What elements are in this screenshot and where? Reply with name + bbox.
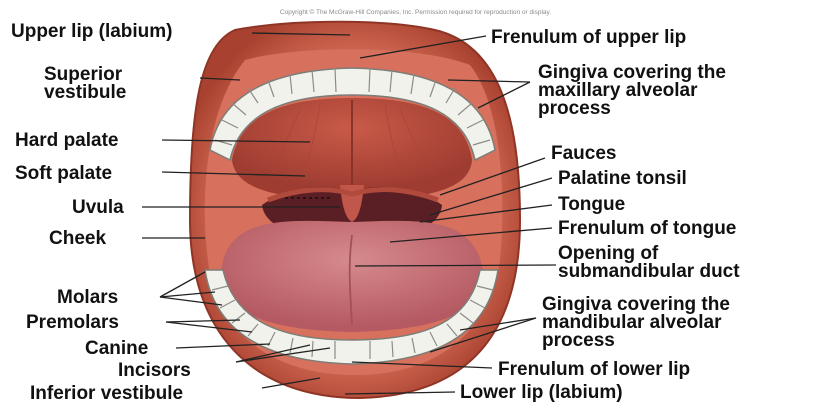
label-hard-palate: Hard palate	[15, 131, 118, 150]
label-cheek: Cheek	[49, 229, 106, 248]
label-frenulum-upper-lip: Frenulum of upper lip	[491, 28, 686, 47]
label-frenulum-lower-lip: Frenulum of lower lip	[498, 360, 690, 379]
label-superior-vestibule: Superior vestibule	[44, 66, 126, 102]
label-soft-palate: Soft palate	[15, 164, 112, 183]
label-incisors: Incisors	[118, 361, 191, 380]
label-gingiva-mandibular: Gingiva covering the mandibular alveolar…	[542, 296, 730, 350]
label-fauces: Fauces	[551, 144, 616, 163]
label-opening-submandibular-duct: Opening of submandibular duct	[558, 245, 740, 281]
label-palatine-tonsil: Palatine tonsil	[558, 169, 687, 188]
label-premolars: Premolars	[26, 313, 119, 332]
label-inferior-vestibule: Inferior vestibule	[30, 384, 183, 403]
label-lower-lip: Lower lip (labium)	[460, 383, 623, 402]
label-tongue: Tongue	[558, 195, 625, 214]
label-canine: Canine	[85, 339, 148, 358]
label-uvula: Uvula	[72, 198, 124, 217]
label-frenulum-tongue: Frenulum of tongue	[558, 219, 736, 238]
label-gingiva-maxillary: Gingiva covering the maxillary alveolar …	[538, 64, 726, 118]
label-molars: Molars	[57, 288, 118, 307]
label-upper-lip: Upper lip (labium)	[11, 22, 173, 41]
